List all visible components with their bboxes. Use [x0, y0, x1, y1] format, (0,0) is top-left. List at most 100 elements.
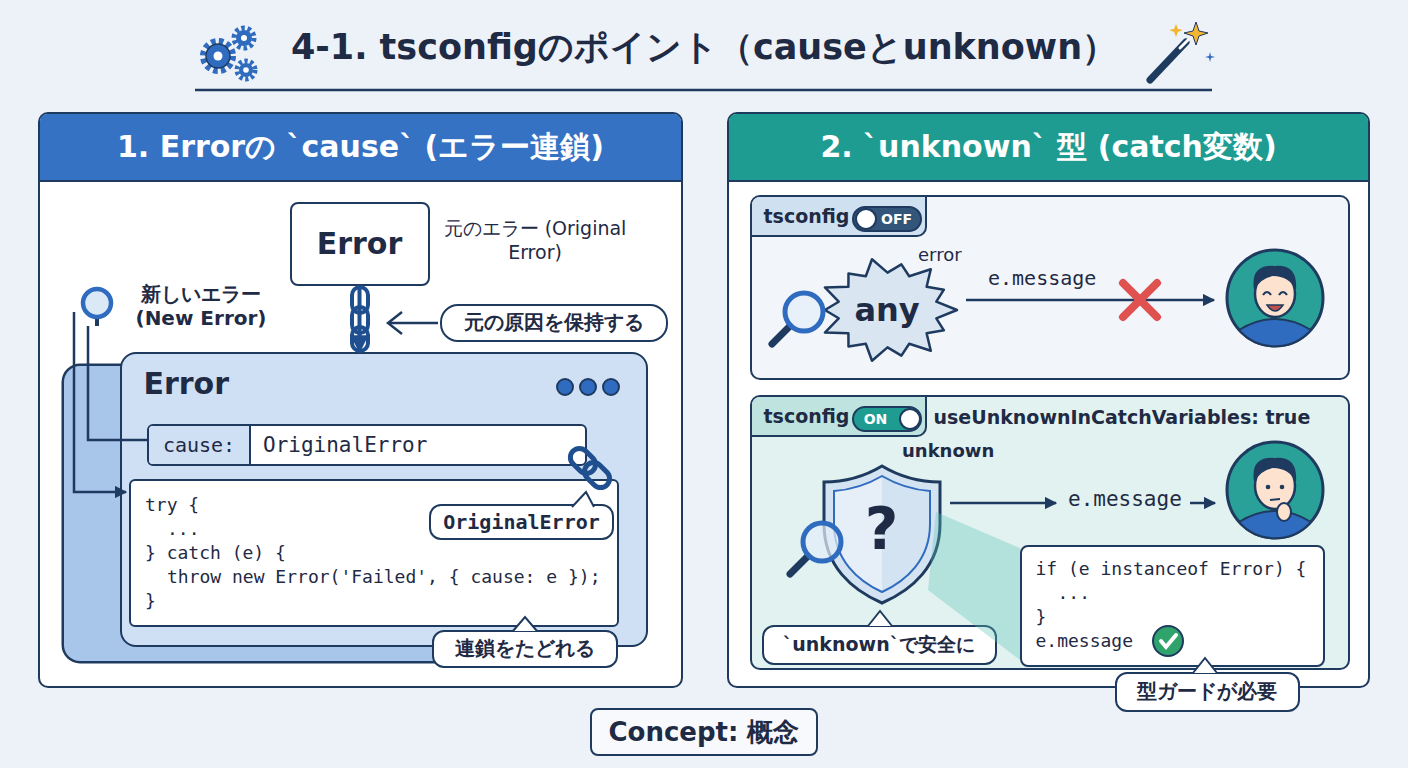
- leader-line: [74, 312, 126, 492]
- avatar-head: [1255, 463, 1295, 509]
- avatar-circle: [1227, 442, 1323, 538]
- code-block: try {...} catch (e) {throw new Error('Fa…: [129, 479, 619, 627]
- avatar-circle: [1227, 250, 1323, 346]
- callout-pointer: [868, 611, 892, 626]
- chain-link: [352, 327, 368, 351]
- gear-teeth: [203, 41, 233, 71]
- sparkle: [1169, 24, 1183, 37]
- code-line: }: [1036, 605, 1309, 629]
- toggle-label: ON: [864, 411, 888, 427]
- avatar-hair: [1253, 458, 1296, 482]
- cross-stroke: [1123, 283, 1157, 317]
- sparkle: [1184, 22, 1208, 45]
- magnifier-handle: [772, 326, 790, 344]
- highlight-wedge: [928, 512, 1020, 660]
- thinking-developer: [1227, 442, 1323, 538]
- new-error-window: Error cause:OriginalError try {...} catch …: [120, 352, 648, 647]
- avatar-head: [1255, 271, 1295, 317]
- callout-pointer: [513, 617, 537, 631]
- wand-stick: [1150, 42, 1186, 80]
- magnifier-icon: [790, 523, 841, 574]
- badge-text: Concept: 概念: [609, 715, 800, 750]
- property-access: e.message: [1068, 487, 1182, 511]
- chain-link: [567, 445, 600, 478]
- callout-box: 連鎖をたどれる: [432, 630, 618, 668]
- toggle-switch: ON: [852, 406, 922, 432]
- magnifier-handle: [95, 318, 99, 326]
- gear-icon: [234, 28, 254, 48]
- callout-box: `unknown`で安全に: [762, 625, 997, 665]
- error-cross: [1123, 283, 1157, 317]
- property-access: e.message: [988, 266, 1096, 290]
- magic-wand: [1150, 22, 1215, 80]
- avatar-hand: [1277, 503, 1291, 521]
- chain-link: [581, 459, 614, 492]
- avatar-eye: [1266, 485, 1271, 490]
- box-title: Error: [317, 226, 403, 261]
- magnifier-lens: [785, 293, 823, 331]
- check-circle: [1153, 626, 1183, 656]
- window-dot: [603, 379, 619, 395]
- leader-line: [88, 326, 148, 440]
- gear-body: [206, 44, 230, 68]
- chain-links: [352, 287, 368, 351]
- toggle-knob: [856, 209, 876, 229]
- toggle-switch: OFF: [852, 206, 922, 232]
- callout-text: 型ガードが必要: [1137, 678, 1277, 705]
- happy-developer: [1227, 250, 1323, 346]
- config-panel: tsconfiguseUnknownInCatchVariables: true…: [750, 395, 1350, 670]
- magnifier-lens: [83, 289, 111, 317]
- property-value: OriginalError: [251, 426, 427, 464]
- code-line: ...: [1036, 581, 1309, 605]
- gear-hole: [214, 52, 223, 61]
- chain-link: [352, 287, 368, 313]
- type-label: unknown: [902, 440, 994, 461]
- avatar-eye: [1280, 485, 1285, 490]
- section-panel: 2. `unknown` 型 (catch変数)tsconfigOFFanyts…: [727, 112, 1370, 688]
- callout-box: 元の原因を保持する: [440, 304, 668, 342]
- gear-icon: [237, 61, 255, 79]
- avatar-mouth: [1270, 499, 1280, 500]
- annotation-label: 新しいエラー (New Error): [126, 282, 276, 330]
- diagram-title: 4-1. tsconfigのポイント（causeとunknown）: [0, 24, 1408, 71]
- gear-teeth: [237, 61, 255, 79]
- config-option: useUnknownInCatchVariables: true: [934, 406, 1311, 428]
- box-title: Error: [144, 366, 230, 401]
- callout-text: 元の原因を保持する: [464, 309, 644, 336]
- flow-arrow: [1190, 502, 1215, 505]
- chain-link: [352, 307, 368, 333]
- flow-arrow: [950, 502, 1056, 505]
- check-mark: [1153, 626, 1183, 656]
- code-line: }: [145, 589, 603, 613]
- chain-connector: [358, 286, 362, 352]
- callout-box: 型ガードが必要: [1115, 672, 1300, 712]
- shield-outline: [824, 466, 940, 603]
- cross-stroke: [1123, 283, 1157, 317]
- toggle-label: OFF: [881, 211, 912, 227]
- gear-hole: [241, 35, 247, 41]
- avatar-eyes: [1263, 292, 1287, 295]
- annotation-label: 元のエラー (Original Error): [440, 216, 630, 264]
- gear-icon: [203, 41, 233, 71]
- magnifier-handle: [790, 556, 808, 574]
- type-name: any: [854, 291, 919, 329]
- callout-box: OriginalError: [429, 504, 614, 540]
- section-panel: 1. Errorの `cause` (エラー連鎖) Error 元の原因を保持する E…: [38, 112, 683, 688]
- panel-heading: 1. Errorの `cause` (エラー連鎖): [40, 114, 681, 182]
- avatar-smile: [1267, 305, 1283, 311]
- avatar-shoulders: [1239, 511, 1311, 538]
- toggle-knob: [900, 409, 920, 429]
- avatar-shoulders: [1239, 319, 1311, 346]
- type-label: error: [918, 244, 962, 265]
- shield-rim: [834, 476, 930, 592]
- pointer-line: [390, 322, 438, 325]
- wand-tip: [1180, 40, 1188, 48]
- property-row: cause:OriginalError: [147, 424, 587, 466]
- check-stroke: [1161, 635, 1176, 647]
- sparkle: [1205, 52, 1215, 62]
- flow-arrow: [966, 299, 1214, 302]
- code-line: } catch (e) {: [145, 541, 603, 565]
- gear-teeth: [234, 28, 254, 48]
- avatar-hair: [1253, 266, 1296, 290]
